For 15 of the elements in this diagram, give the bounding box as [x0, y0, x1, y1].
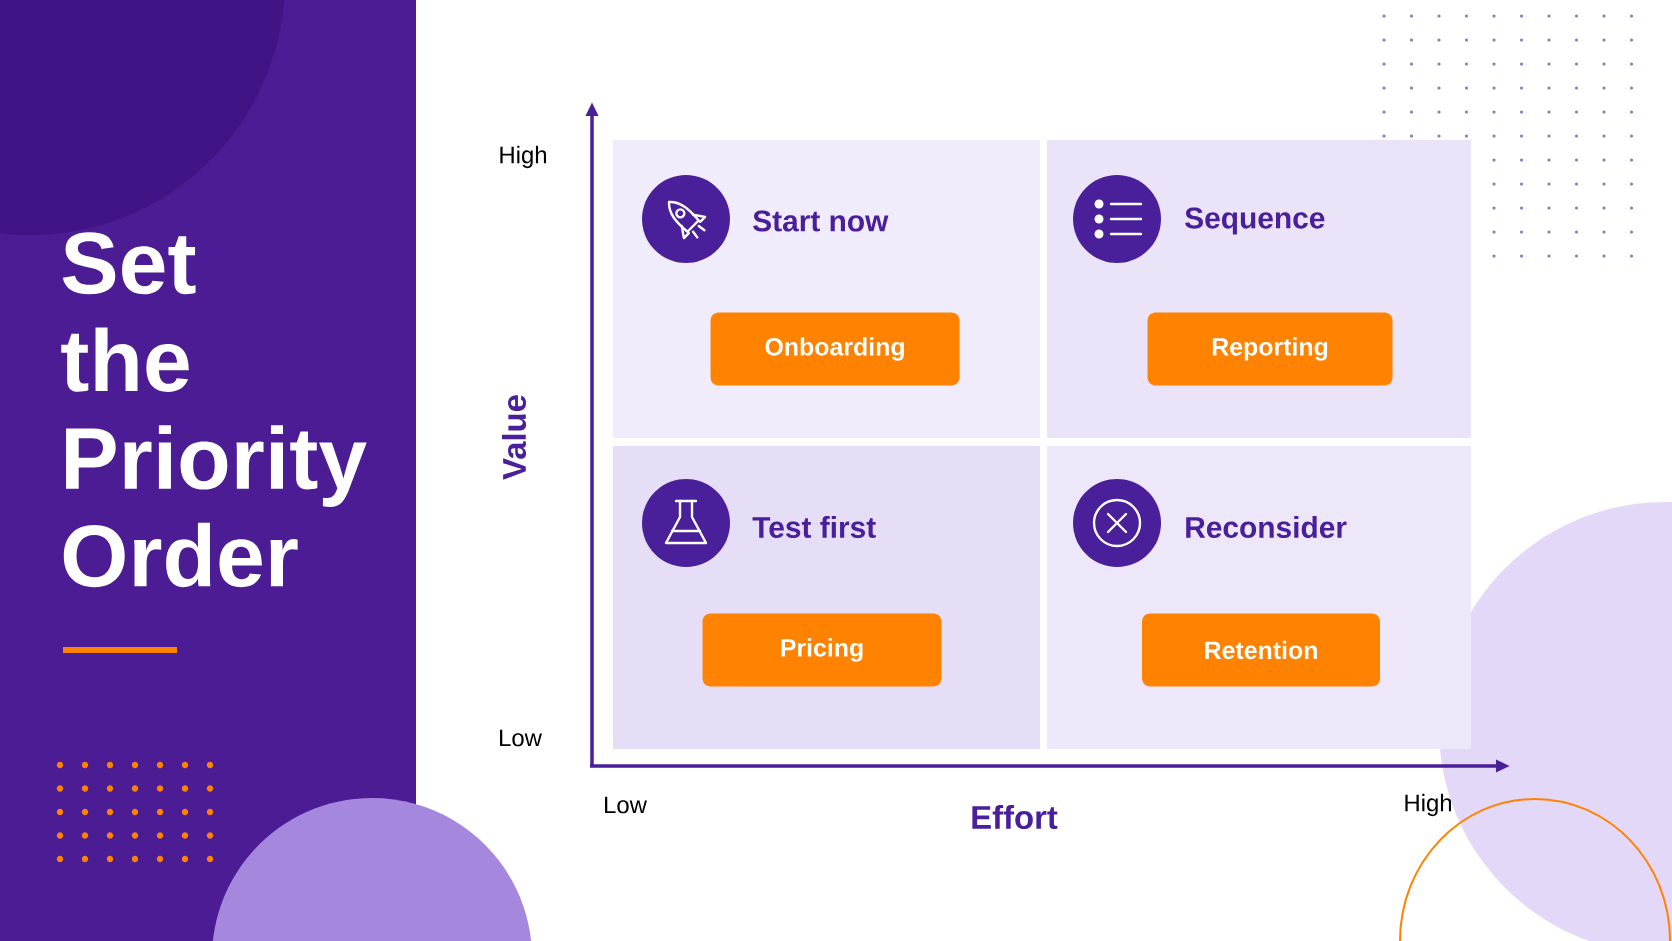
axis-tick-label: High [500, 145, 547, 169]
quadrant-heading: Test first [752, 516, 876, 538]
axis-tick-label: High [1405, 793, 1452, 817]
quadrant-heading: Sequence [1185, 207, 1325, 235]
axis-tick-label: Low [605, 796, 647, 814]
axis-title: Effort [972, 804, 1058, 830]
item-button: Pricing [702, 613, 942, 687]
quadrant-heading: Reconsider [1186, 516, 1347, 538]
item-button: Retention [1142, 613, 1380, 687]
axis-tick-label: Low [500, 729, 542, 747]
item-button: Reporting [1147, 312, 1393, 386]
quadrant-heading: Start now [753, 210, 889, 232]
item-button: Onboarding [710, 312, 960, 386]
title: Set the Priority Order [61, 232, 367, 588]
axis-title: Value [501, 395, 527, 480]
